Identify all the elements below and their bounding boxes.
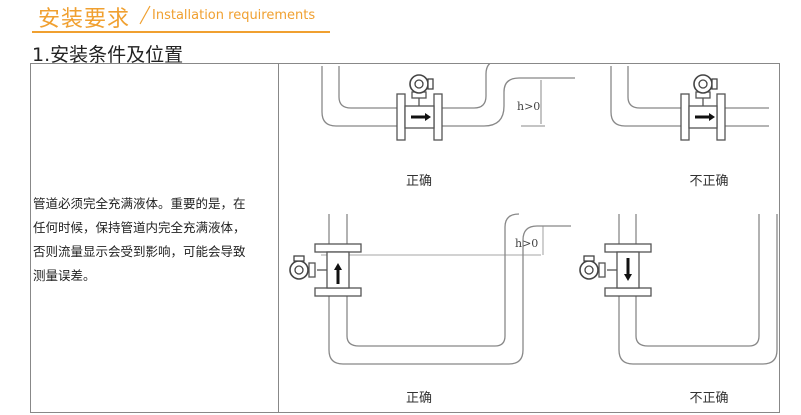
caption-top-left: 正确 xyxy=(406,174,432,189)
description-line: 否则流量显示会受到影响，可能会导致 xyxy=(33,244,246,259)
caption-top-right: 不正确 xyxy=(689,174,728,189)
description-line: 管道必须完全充满液体。重要的是，在 xyxy=(33,196,246,211)
table-divider xyxy=(278,64,279,412)
requirements-table: 管道必须完全充满液体。重要的是，在 任何时候，保持管道内完全充满液体， 否则流量… xyxy=(30,63,780,413)
page-header: 安装要求 Installation requirements xyxy=(0,0,801,34)
diagram-bottom-right: 不正确 xyxy=(579,214,778,406)
caption-bottom-left: 正确 xyxy=(406,391,432,406)
caption-bottom-right: 不正确 xyxy=(689,391,728,406)
description-text: 管道必须完全充满液体。重要的是，在 任何时候，保持管道内完全充满液体， 否则流量… xyxy=(33,192,273,288)
installation-diagram: h>0 正确 不正确 xyxy=(289,64,778,406)
diagram-bottom-left: h>0 正确 xyxy=(289,213,571,406)
description-line: 任何时候，保持管道内完全充满液体， xyxy=(33,220,246,235)
header-subtitle: Installation requirements xyxy=(152,8,316,23)
section-heading: 1.安装条件及位置 xyxy=(32,44,184,66)
height-label-icon: h>0 xyxy=(517,100,540,113)
header-rule xyxy=(32,31,330,33)
diagram-top-right: 不正确 xyxy=(610,66,769,189)
header-slash-icon xyxy=(139,5,151,25)
height-label-icon: h>0 xyxy=(515,237,538,250)
diagram-top-left: h>0 正确 xyxy=(321,64,575,189)
header-title: 安装要求 xyxy=(38,7,131,32)
description-line: 测量误差。 xyxy=(33,268,96,283)
